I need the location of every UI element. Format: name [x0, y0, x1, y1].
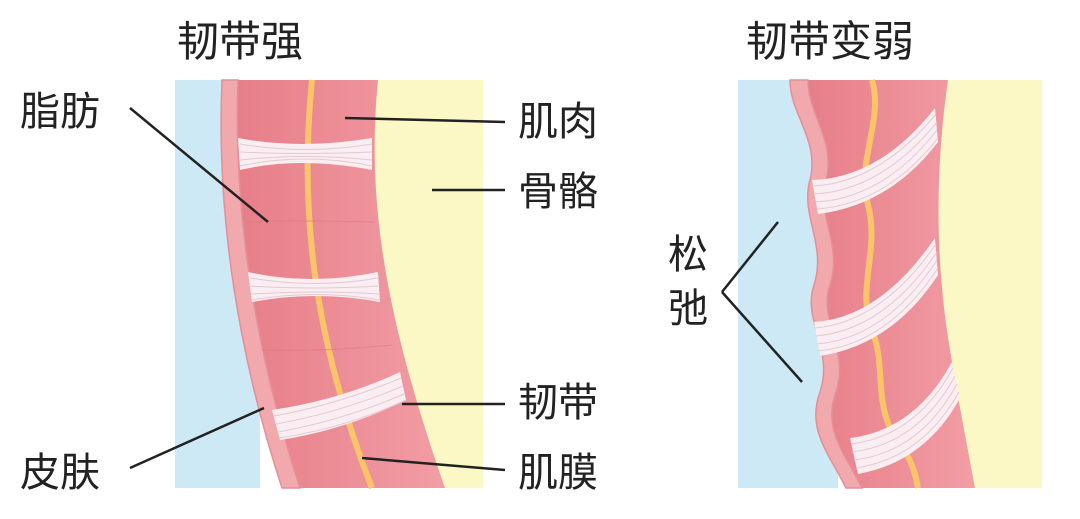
leader-slack-top: [721, 221, 779, 293]
label-fat: 脂肪: [20, 89, 100, 135]
muscle-seam: [261, 344, 393, 352]
leader-muscle: [344, 116, 506, 124]
panel-title-strong: 韧带强: [177, 17, 303, 66]
leader-fat: [129, 107, 269, 223]
label-skin: 皮肤: [20, 450, 100, 496]
leader-fascia: [361, 456, 506, 472]
label-muscle: 肌肉: [518, 99, 598, 145]
strong-ligament-panel: 韧带强 脂肪: [20, 17, 598, 496]
muscle-seam: [245, 220, 375, 223]
leader-slack-bottom: [721, 291, 803, 383]
label-ligament: 韧带: [518, 380, 598, 426]
ligament-band-2: [248, 272, 381, 302]
label-slack-line2: 弛: [668, 286, 708, 332]
ligament-band-1: [812, 108, 939, 214]
fascia-line: [304, 79, 375, 490]
weak-ligament-panel: 韧带变弱 松 弛: [668, 17, 1042, 489]
ligament-band-2: [814, 238, 939, 356]
ligament-band-3: [850, 362, 960, 474]
label-bone: 骨骼: [518, 169, 598, 215]
panel-title-weak: 韧带变弱: [746, 17, 914, 66]
ligament-band-1: [238, 138, 373, 170]
leader-skin: [129, 406, 265, 470]
ligament-band-3: [272, 372, 407, 440]
label-slack-line1: 松: [668, 232, 708, 278]
label-fascia: 肌膜: [518, 450, 598, 496]
